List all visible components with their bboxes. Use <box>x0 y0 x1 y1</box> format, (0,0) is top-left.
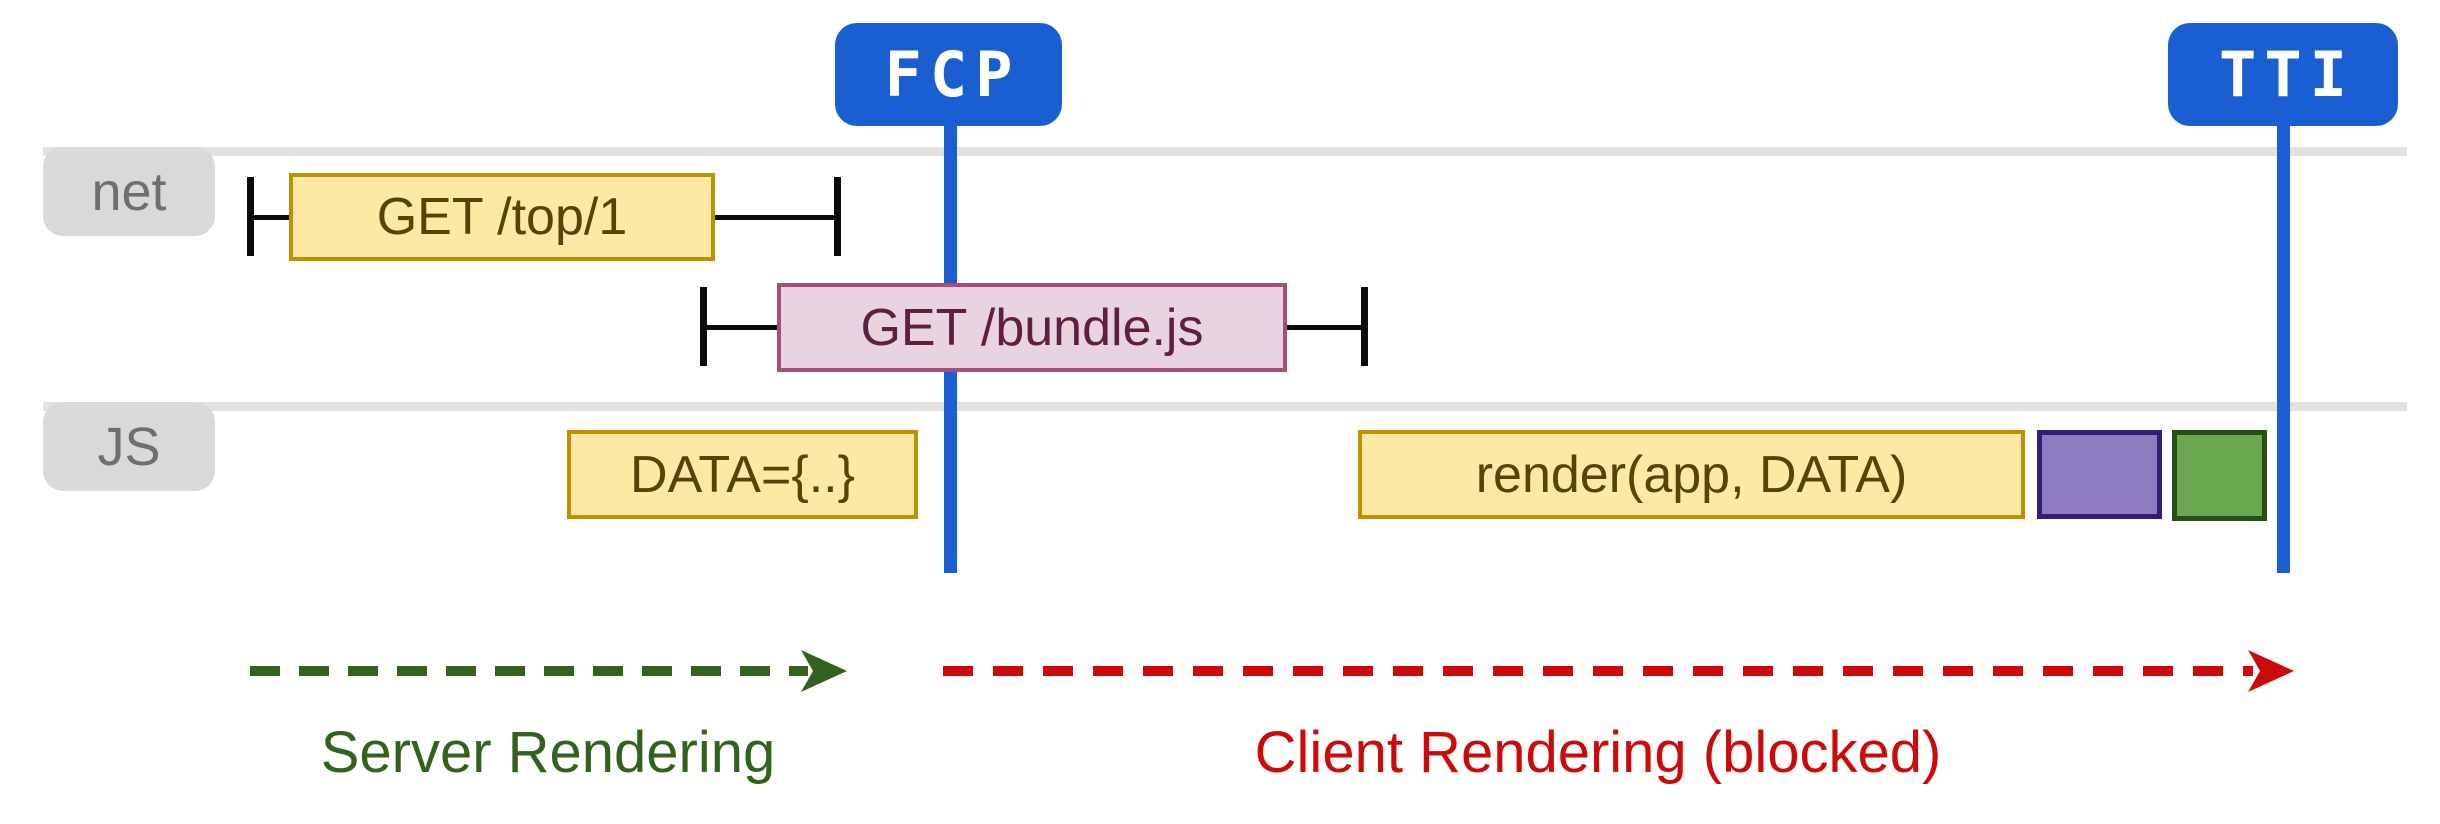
bundle-end-whisker-line <box>1287 325 1361 330</box>
client-rendering-arrowhead-icon <box>2248 650 2294 692</box>
tti-badge: TTI <box>2168 23 2398 126</box>
phase-label-client-rendering: Client Rendering (blocked) <box>1254 720 1942 785</box>
request-box-get-bundlejs-text: GET /bundle.js <box>860 298 1204 357</box>
client-rendering-dashed-arrow <box>943 666 2253 676</box>
server-rendering-dashed-arrow <box>250 666 808 676</box>
server-rendering-arrowhead-icon <box>801 650 847 692</box>
bundle-start-whisker-tick <box>700 287 707 366</box>
lane-label-js: JS <box>43 402 215 491</box>
js-task-box-data-text: DATA={..} <box>630 445 855 504</box>
top1-start-whisker-line <box>254 215 289 220</box>
net-track-line <box>43 147 2407 156</box>
js-task-box-render: render(app, DATA) <box>1358 430 2025 519</box>
top1-end-whisker-line <box>715 215 834 220</box>
top1-end-whisker-tick <box>834 177 841 256</box>
js-task-box-purple <box>2037 430 2162 519</box>
request-box-get-top1: GET /top/1 <box>289 173 715 261</box>
tti-badge-text: TTI <box>2219 38 2355 111</box>
request-box-get-top1-text: GET /top/1 <box>376 188 628 246</box>
phase-label-server-rendering: Server Rendering <box>320 720 776 785</box>
js-track-line <box>43 402 2407 411</box>
tti-marker-line <box>2277 126 2290 573</box>
bundle-end-whisker-tick <box>1361 287 1368 366</box>
lane-label-net-text: net <box>91 161 167 222</box>
top1-start-whisker-tick <box>247 177 254 256</box>
request-box-get-bundlejs: GET /bundle.js <box>777 283 1287 372</box>
lane-label-js-text: JS <box>97 416 161 477</box>
fcp-badge-text: FCP <box>884 38 1021 111</box>
lane-label-net: net <box>43 147 215 236</box>
bundle-start-whisker-line <box>707 325 777 330</box>
fcp-badge: FCP <box>835 23 1062 126</box>
js-task-box-green <box>2172 430 2267 521</box>
js-task-box-data: DATA={..} <box>567 430 918 519</box>
js-task-box-render-text: render(app, DATA) <box>1475 445 1908 504</box>
